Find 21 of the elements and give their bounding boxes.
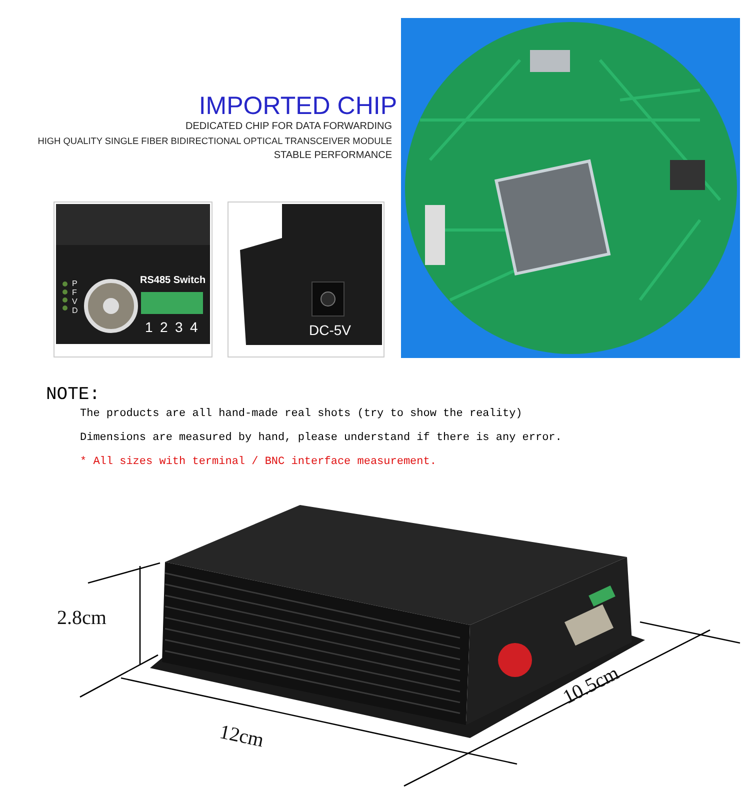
dimension-label: 10.5cm (560, 663, 622, 708)
dimension-label: 2.8cm (57, 608, 106, 628)
note-heading: NOTE: (46, 386, 100, 404)
terminal-number: 4 (190, 320, 198, 334)
note-text: The products are all hand-made real shots (try to show the reality) (80, 409, 522, 420)
terminal-number: 2 (160, 320, 168, 334)
indicator-label: V (72, 298, 78, 306)
terminal-number: 1 (145, 320, 153, 334)
indicator-label: D (72, 307, 78, 315)
tagline: STABLE PERFORMANCE (274, 151, 392, 161)
indicator-label: P (72, 280, 78, 288)
tagline: DEDICATED CHIP FOR DATA FORWARDING (186, 122, 392, 132)
indicator-label: F (72, 289, 77, 297)
dimension-label: 12cm (218, 722, 266, 751)
note-text: * All sizes with terminal / BNC interface measurement. (80, 457, 436, 468)
terminal-number: 3 (175, 320, 183, 334)
heading: IMPORTED CHIP (198, 94, 397, 119)
port-label: RS485 Switch (140, 276, 206, 286)
port-label: DC-5V (309, 323, 352, 337)
tagline: HIGH QUALITY SINGLE FIBER BIDIRECTIONAL OPTICAL TRANSCEIVER MODULE (38, 137, 392, 146)
note-text: Dimensions are measured by hand, please understand if there is any error. (80, 433, 562, 444)
